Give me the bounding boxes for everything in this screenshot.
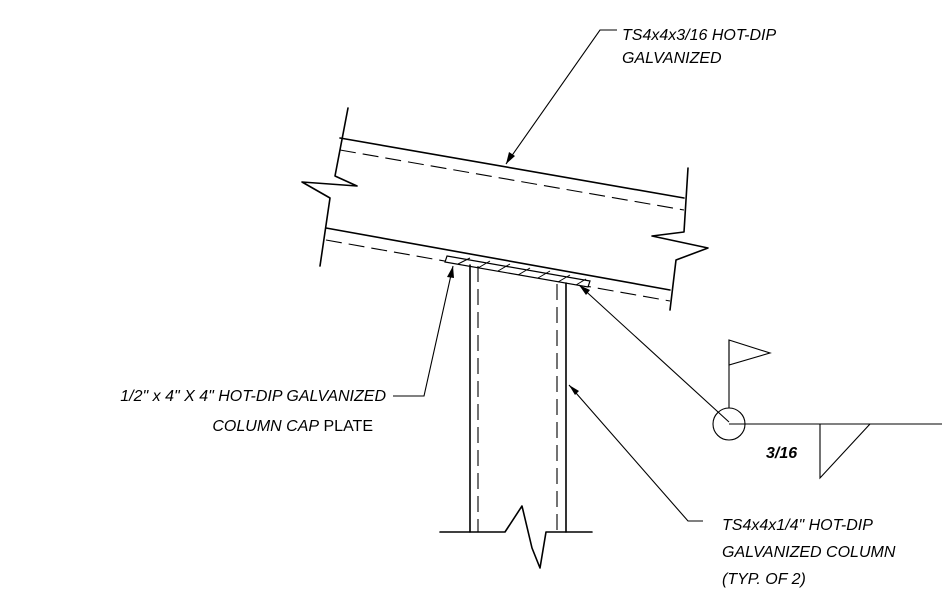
plate-callout-italic: COLUMN CAP — [212, 418, 319, 435]
weld-arrow-line — [578, 284, 730, 423]
beam-callout-line-1: TS4x4x3/16 HOT-DIP — [622, 27, 776, 44]
weld-arrow-head — [579, 285, 590, 295]
beam-callout-line-2: GALVANIZED — [622, 50, 722, 67]
column-callout-line-1: TS4x4x1/4" HOT-DIP — [722, 517, 873, 534]
beam-bottom-edge — [325, 227, 671, 291]
column-tube — [439, 264, 593, 569]
column-cap-plate — [444, 255, 591, 288]
beam-leader — [505, 29, 617, 165]
beam-right-break-line — [651, 167, 709, 311]
plate-callout-line-2: COLUMN CAP PLATE — [212, 418, 373, 435]
plate-callout-line-1: 1/2" x 4" X 4" HOT-DIP GALVANIZED — [120, 388, 386, 405]
fillet-weld-symbol — [819, 423, 871, 480]
column-leader — [568, 384, 703, 522]
beam-tube — [301, 107, 709, 311]
field-weld-flag — [728, 339, 772, 366]
column-break-line — [439, 505, 593, 569]
beam-top-hidden-line — [339, 149, 685, 211]
weld-symbol — [578, 284, 942, 480]
plate-leader — [393, 265, 454, 397]
beam-left-break-line — [301, 107, 358, 267]
weld-size-label: 3/16 — [766, 445, 797, 462]
beam-top-edge — [339, 137, 685, 199]
column-callout-line-3: (TYP. OF 2) — [722, 571, 806, 588]
plate-callout-plain: PLATE — [319, 418, 373, 435]
column-callout-line-2: GALVANIZED COLUMN — [722, 544, 896, 561]
